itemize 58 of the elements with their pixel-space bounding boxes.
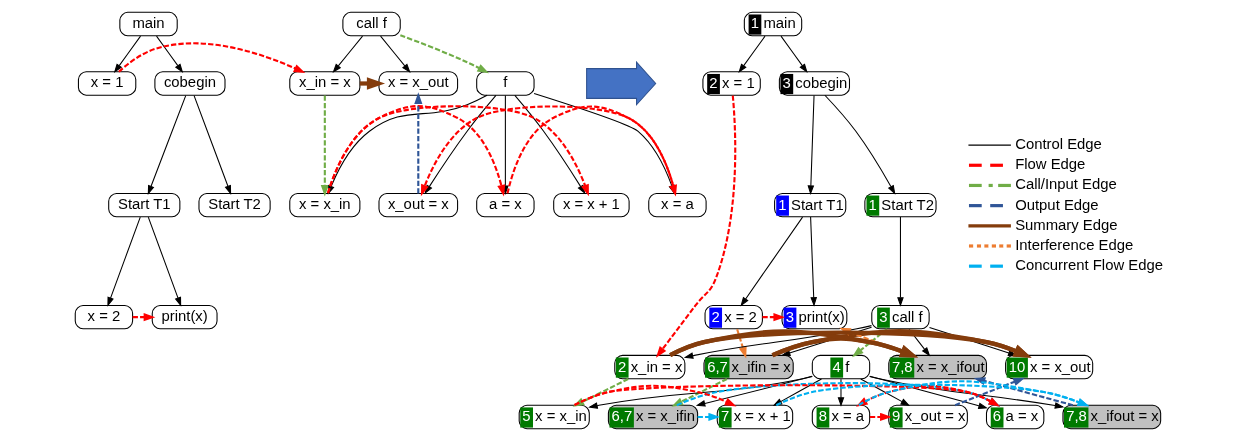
arrow bbox=[780, 35, 808, 74]
arrow bbox=[807, 95, 815, 195]
arrow bbox=[113, 35, 142, 74]
arrow bbox=[740, 216, 804, 307]
arrow bbox=[193, 95, 232, 195]
node-box: cobegin bbox=[154, 71, 226, 96]
arrow bbox=[156, 35, 184, 74]
arrow bbox=[320, 95, 329, 197]
node-box: x = x_out bbox=[378, 71, 459, 96]
arrow bbox=[954, 377, 1025, 407]
node-box: x = a bbox=[648, 192, 707, 218]
legend-label: Call/Input Edge bbox=[1015, 176, 1117, 193]
arrow bbox=[738, 35, 766, 74]
node-box: print(x) bbox=[151, 304, 218, 330]
node-box: x = 2 bbox=[74, 304, 134, 330]
arrow bbox=[118, 42, 306, 74]
arrow bbox=[332, 35, 364, 74]
arrow bbox=[860, 378, 911, 407]
arrow bbox=[810, 216, 818, 307]
arrow bbox=[897, 216, 904, 307]
node-arrow bbox=[586, 60, 657, 107]
arrow bbox=[973, 377, 1074, 407]
arrow bbox=[851, 328, 888, 358]
arrow bbox=[762, 313, 786, 322]
legend-label: Output Edge bbox=[1015, 196, 1099, 213]
arrow bbox=[869, 375, 1065, 409]
arrow bbox=[359, 77, 386, 90]
node-box: x = x_in bbox=[289, 192, 361, 218]
node-box: a = x bbox=[476, 192, 535, 218]
arrow bbox=[869, 412, 892, 422]
node-box: x_in = x bbox=[289, 71, 361, 96]
arrow bbox=[147, 216, 182, 307]
arrow bbox=[736, 329, 747, 359]
node-box: f bbox=[476, 71, 535, 96]
legend-label: Control Edge bbox=[1015, 136, 1102, 153]
legend-label: Summary Edge bbox=[1015, 216, 1118, 233]
arrow bbox=[132, 313, 156, 322]
arrow bbox=[858, 380, 1090, 407]
node-box: Start T2 bbox=[198, 192, 271, 218]
node-box: Start T1 bbox=[108, 192, 181, 218]
legend-label: Interference Edge bbox=[1015, 236, 1134, 253]
arrow bbox=[400, 34, 489, 74]
arrow bbox=[655, 95, 737, 358]
node-box: x_out = x bbox=[378, 192, 459, 218]
arrow bbox=[424, 94, 497, 195]
legend-label: Flow Edge bbox=[1015, 156, 1086, 173]
legend-label: Concurrent Flow Edge bbox=[1015, 257, 1164, 274]
arrow bbox=[414, 92, 423, 194]
node-box: call f bbox=[342, 11, 401, 37]
arrow bbox=[107, 216, 141, 307]
node-box: x = x + 1 bbox=[553, 192, 630, 218]
arrow bbox=[824, 94, 896, 195]
arrow bbox=[697, 412, 721, 422]
arrow bbox=[869, 375, 988, 409]
node-box: x = 1 bbox=[77, 71, 137, 96]
node-box: main bbox=[119, 11, 178, 37]
arrow bbox=[380, 35, 411, 74]
arrow bbox=[147, 95, 187, 195]
